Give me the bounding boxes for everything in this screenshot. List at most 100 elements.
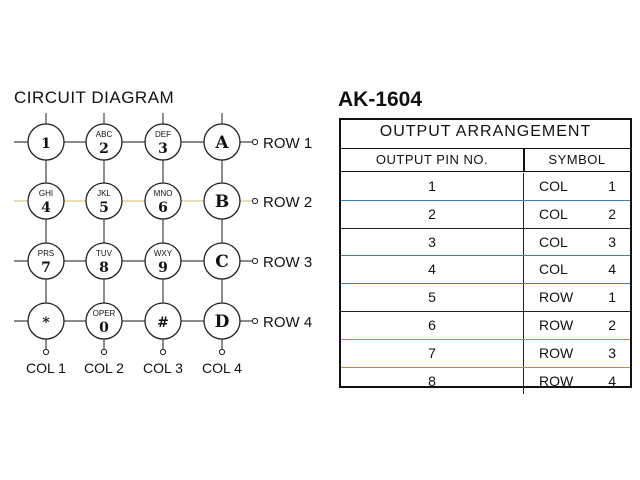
- pin-number: 4: [428, 261, 436, 278]
- key-subletters: ABC: [96, 130, 113, 139]
- table-row: 5 ROW 1: [341, 284, 630, 312]
- column-label: COL 1: [26, 360, 66, 376]
- pin-number: 7: [428, 344, 436, 361]
- pin-number: 2: [428, 205, 436, 222]
- key-subletters: TUV: [96, 249, 113, 258]
- key-circle: [203, 123, 241, 161]
- keypad-key: ABC 2: [85, 123, 123, 161]
- row-terminal: [251, 317, 259, 325]
- key-digit: 2: [99, 141, 109, 157]
- key-circle: [85, 123, 123, 161]
- key-digit: 4: [41, 200, 51, 216]
- symbol-name: COL: [539, 205, 568, 222]
- key-subletters: PRS: [38, 249, 54, 258]
- symbol-index: 4: [608, 261, 616, 278]
- key-letter: B: [215, 192, 229, 212]
- symbol-index: 2: [608, 205, 616, 222]
- symbol-name: ROW: [539, 372, 574, 389]
- column-divider: [523, 200, 524, 228]
- row-label: ROW 1: [263, 135, 312, 152]
- keypad-key: 1: [27, 123, 65, 161]
- pin-number: 8: [428, 372, 436, 389]
- header-output-pin-no: OUTPUT PIN NO.: [375, 152, 489, 167]
- key-circle: [144, 123, 182, 161]
- pin-number: 3: [428, 233, 436, 250]
- key-circle: [144, 302, 182, 340]
- symbol-index: 3: [608, 233, 616, 250]
- model-number: AK-1604: [338, 88, 423, 111]
- column-terminal: [218, 348, 226, 356]
- table-row: 4 COL 4: [341, 256, 630, 285]
- keypad-key: D: [203, 302, 241, 340]
- table-row: 6 ROW 2: [341, 311, 630, 340]
- key-subletters: OPER: [93, 309, 116, 318]
- column-divider: [523, 284, 524, 311]
- keypad-key: PRS 7: [27, 242, 65, 280]
- table-row: 1 COL 1: [341, 173, 630, 201]
- row-terminal: [251, 257, 259, 265]
- symbol-name: COL: [539, 233, 568, 250]
- symbol-name: ROW: [539, 289, 574, 306]
- pin-number: 5: [428, 289, 436, 306]
- column-divider: [523, 256, 524, 284]
- row-terminal: [251, 197, 259, 205]
- table-body: 1 COL 1 2 COL 2 3 COL 3 4 COL 4 5 ROW 1: [341, 173, 630, 395]
- key-circle: [27, 302, 65, 340]
- row-terminal: [251, 138, 259, 146]
- symbol-index: 4: [608, 372, 616, 389]
- header-divider: [523, 149, 525, 171]
- key-digit: 1: [41, 136, 51, 152]
- output-arrangement-title: OUTPUT ARRANGEMENT: [379, 123, 592, 140]
- circuit-diagram-title: CIRCUIT DIAGRAM: [14, 88, 175, 107]
- key-digit: 7: [41, 260, 51, 276]
- key-digit: *: [42, 315, 50, 331]
- table-row: 3 COL 3: [341, 228, 630, 257]
- key-circle: [27, 182, 65, 220]
- keypad-key: *: [27, 302, 65, 340]
- keypad-key: A: [203, 123, 241, 161]
- column-divider: [523, 173, 524, 200]
- column-divider: [523, 228, 524, 256]
- pin-number: 6: [428, 316, 436, 333]
- key-letter: D: [215, 312, 230, 332]
- key-letter: C: [215, 252, 229, 272]
- keypad-key: C: [203, 242, 241, 280]
- key-circle: [27, 123, 65, 161]
- column-label: COL 4: [202, 360, 242, 376]
- symbol-index: 3: [608, 344, 616, 361]
- row-label: ROW 2: [263, 194, 312, 211]
- symbol-index: 1: [608, 289, 616, 306]
- column-terminal: [42, 348, 50, 356]
- row-label: ROW 3: [263, 254, 312, 271]
- key-digit: 3: [158, 141, 168, 157]
- key-letter: A: [214, 133, 229, 153]
- key-circle: [85, 242, 123, 280]
- column-divider: [523, 367, 524, 395]
- key-circle: [27, 242, 65, 280]
- output-arrangement-table: OUTPUT ARRANGEMENT OUTPUT PIN NO. SYMBOL…: [339, 118, 632, 395]
- keypad-key: JKL 5: [85, 182, 123, 220]
- key-circle: [203, 182, 241, 220]
- column-terminal: [159, 348, 167, 356]
- key-subletters: JKL: [97, 189, 111, 198]
- key-circle: [144, 182, 182, 220]
- table-row: 7 ROW 3: [341, 339, 630, 368]
- symbol-index: 2: [608, 316, 616, 333]
- key-circle: [85, 302, 123, 340]
- key-digit: 6: [158, 200, 168, 216]
- symbol-name: COL: [539, 261, 568, 278]
- pin-number: 1: [428, 178, 436, 194]
- symbol-name: ROW: [539, 344, 574, 361]
- column-label: COL 3: [143, 360, 183, 376]
- column-divider: [523, 311, 524, 339]
- column-terminal: [100, 348, 108, 356]
- keypad-key: #: [144, 302, 182, 340]
- key-digit: 5: [99, 200, 109, 216]
